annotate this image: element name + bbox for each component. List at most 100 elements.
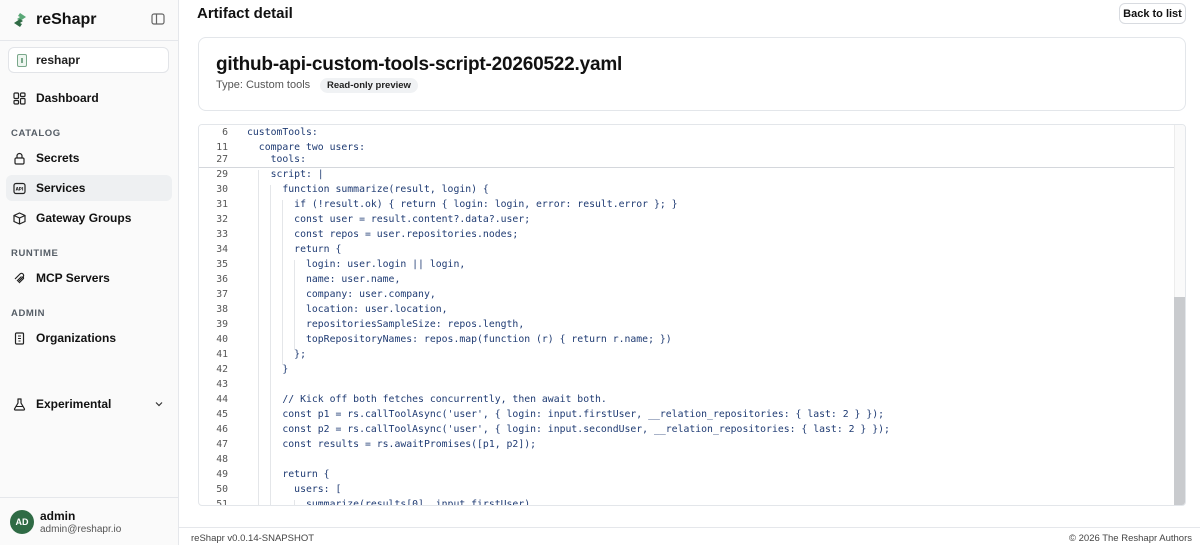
sidebar-item-organizations[interactable]: Organizations: [6, 325, 172, 351]
code-text: const p2 = rs.callToolAsync('user', { lo…: [247, 424, 890, 435]
code-line: 43: [199, 377, 1174, 392]
line-number: 45: [216, 409, 228, 420]
code-text: return {: [247, 244, 342, 255]
code-line: 50 users: [: [199, 482, 1174, 497]
app-version: reShapr v0.0.14-SNAPSHOT: [191, 533, 315, 544]
code-line: 47 const results = rs.awaitPromises([p1,…: [199, 437, 1174, 452]
line-number: 42: [216, 364, 228, 375]
section-label-catalog: CATALOG: [11, 128, 61, 139]
package-icon: [12, 211, 26, 225]
organization-selector[interactable]: reshapr: [8, 47, 169, 73]
lock-icon: [12, 151, 26, 165]
artifact-type: Type: Custom tools: [216, 79, 311, 91]
back-to-list-button[interactable]: Back to list: [1119, 3, 1186, 24]
code-line: 33 const repos = user.repositories.nodes…: [199, 227, 1174, 242]
code-line: 35 login: user.login || login,: [199, 257, 1174, 272]
sidebar: reShapr reshapr Dashboard CATALOG Secret…: [0, 0, 179, 545]
code-text: function summarize(result, login) {: [247, 184, 489, 195]
line-number: 47: [216, 439, 228, 450]
code-line: 11 compare_two_users:: [199, 140, 1174, 155]
code-line: 29 script: |: [199, 167, 1174, 182]
code-line: 37 company: user.company,: [199, 287, 1174, 302]
brand[interactable]: reShapr: [12, 10, 96, 30]
user-name: admin: [40, 509, 76, 523]
code-line: 41 };: [199, 347, 1174, 362]
line-number: 46: [216, 424, 228, 435]
sidebar-toggle-icon[interactable]: [151, 12, 165, 26]
line-number: 6: [222, 127, 228, 138]
line-number: 49: [216, 469, 228, 480]
avatar: AD: [10, 510, 34, 534]
line-number: 31: [216, 199, 228, 210]
organization-name: reshapr: [36, 53, 81, 67]
line-number: 34: [216, 244, 228, 255]
sidebar-item-dashboard[interactable]: Dashboard: [6, 85, 172, 111]
code-text: // Kick off both fetches concurrently, t…: [247, 394, 607, 405]
line-number: 30: [216, 184, 228, 195]
chevron-down-icon: [155, 402, 163, 407]
code-line: 44 // Kick off both fetches concurrently…: [199, 392, 1174, 407]
artifact-name: github-api-custom-tools-script-20260522.…: [216, 54, 623, 75]
section-label-runtime: RUNTIME: [11, 248, 59, 259]
code-text: users: [: [247, 484, 342, 495]
line-number: 38: [216, 304, 228, 315]
user-menu[interactable]: AD admin admin@reshapr.io: [0, 500, 179, 545]
code-text: const repos = user.repositories.nodes;: [247, 229, 519, 240]
code-line: 34 return {: [199, 242, 1174, 257]
code-line: 30 function summarize(result, login) {: [199, 182, 1174, 197]
indent-guide: [294, 500, 295, 505]
organization-icon: [17, 53, 27, 67]
line-number: 43: [216, 379, 228, 390]
sidebar-item-label: Services: [36, 181, 86, 195]
sidebar-item-secrets[interactable]: Secrets: [6, 145, 172, 171]
sidebar-item-experimental[interactable]: Experimental: [6, 391, 172, 417]
code-text: const user = result.content?.data?.user;: [247, 214, 531, 225]
mcp-icon: [12, 271, 26, 285]
reshapr-logo-icon: [14, 13, 26, 27]
sidebar-item-mcp-servers[interactable]: MCP Servers: [6, 265, 172, 291]
editor-scrollbar-thumb[interactable]: [1174, 297, 1185, 505]
copyright: © 2026 The Reshapr Authors: [1068, 533, 1192, 544]
dashboard-icon: [12, 91, 26, 105]
code-line: 38 location: user.location,: [199, 302, 1174, 317]
code-text: if (!result.ok) { return { login: login,…: [247, 199, 678, 210]
line-number: 40: [216, 334, 228, 345]
code-line: 31 if (!result.ok) { return { login: log…: [199, 197, 1174, 212]
indent-guide: [258, 170, 259, 505]
line-number: 37: [216, 289, 228, 300]
artifact-header-card: github-api-custom-tools-script-20260522.…: [198, 37, 1186, 111]
code-text: const results = rs.awaitPromises([p1, p2…: [247, 439, 537, 450]
code-text: name: user.name,: [247, 274, 401, 285]
sidebar-item-label: Secrets: [36, 151, 80, 165]
indent-guide: [294, 260, 295, 350]
code-line: 27 tools:: [199, 152, 1174, 167]
code-line: 42 }: [199, 362, 1174, 377]
code-text: compare_two_users:: [247, 142, 365, 153]
line-number: 48: [216, 454, 228, 465]
section-label-admin: ADMIN: [11, 308, 46, 319]
sidebar-item-services[interactable]: API Services: [6, 175, 172, 201]
code-line: 51 summarize(results[0], input.firstUser…: [199, 497, 1174, 506]
line-number: 41: [216, 349, 228, 360]
code-text: return {: [247, 469, 330, 480]
code-line: 49 return {: [199, 467, 1174, 482]
code-line: 32 const user = result.content?.data?.us…: [199, 212, 1174, 227]
sidebar-item-label: Organizations: [36, 331, 117, 345]
page-title: Artifact detail: [197, 5, 293, 22]
code-text: topRepositoryNames: repos.map(function (…: [247, 334, 672, 345]
line-number: 39: [216, 319, 228, 330]
line-number: 51: [216, 499, 228, 506]
code-text: tools:: [247, 154, 306, 165]
line-number: 35: [216, 259, 228, 270]
code-text: };: [247, 349, 306, 360]
line-number: 50: [216, 484, 228, 495]
sidebar-item-gateway-groups[interactable]: Gateway Groups: [6, 205, 172, 231]
api-icon: API: [12, 181, 26, 195]
sidebar-divider: [0, 497, 179, 498]
sidebar-item-label: Dashboard: [36, 91, 99, 105]
line-number: 27: [216, 154, 228, 165]
read-only-badge: Read-only preview: [320, 78, 418, 93]
code-text: }: [247, 364, 289, 375]
